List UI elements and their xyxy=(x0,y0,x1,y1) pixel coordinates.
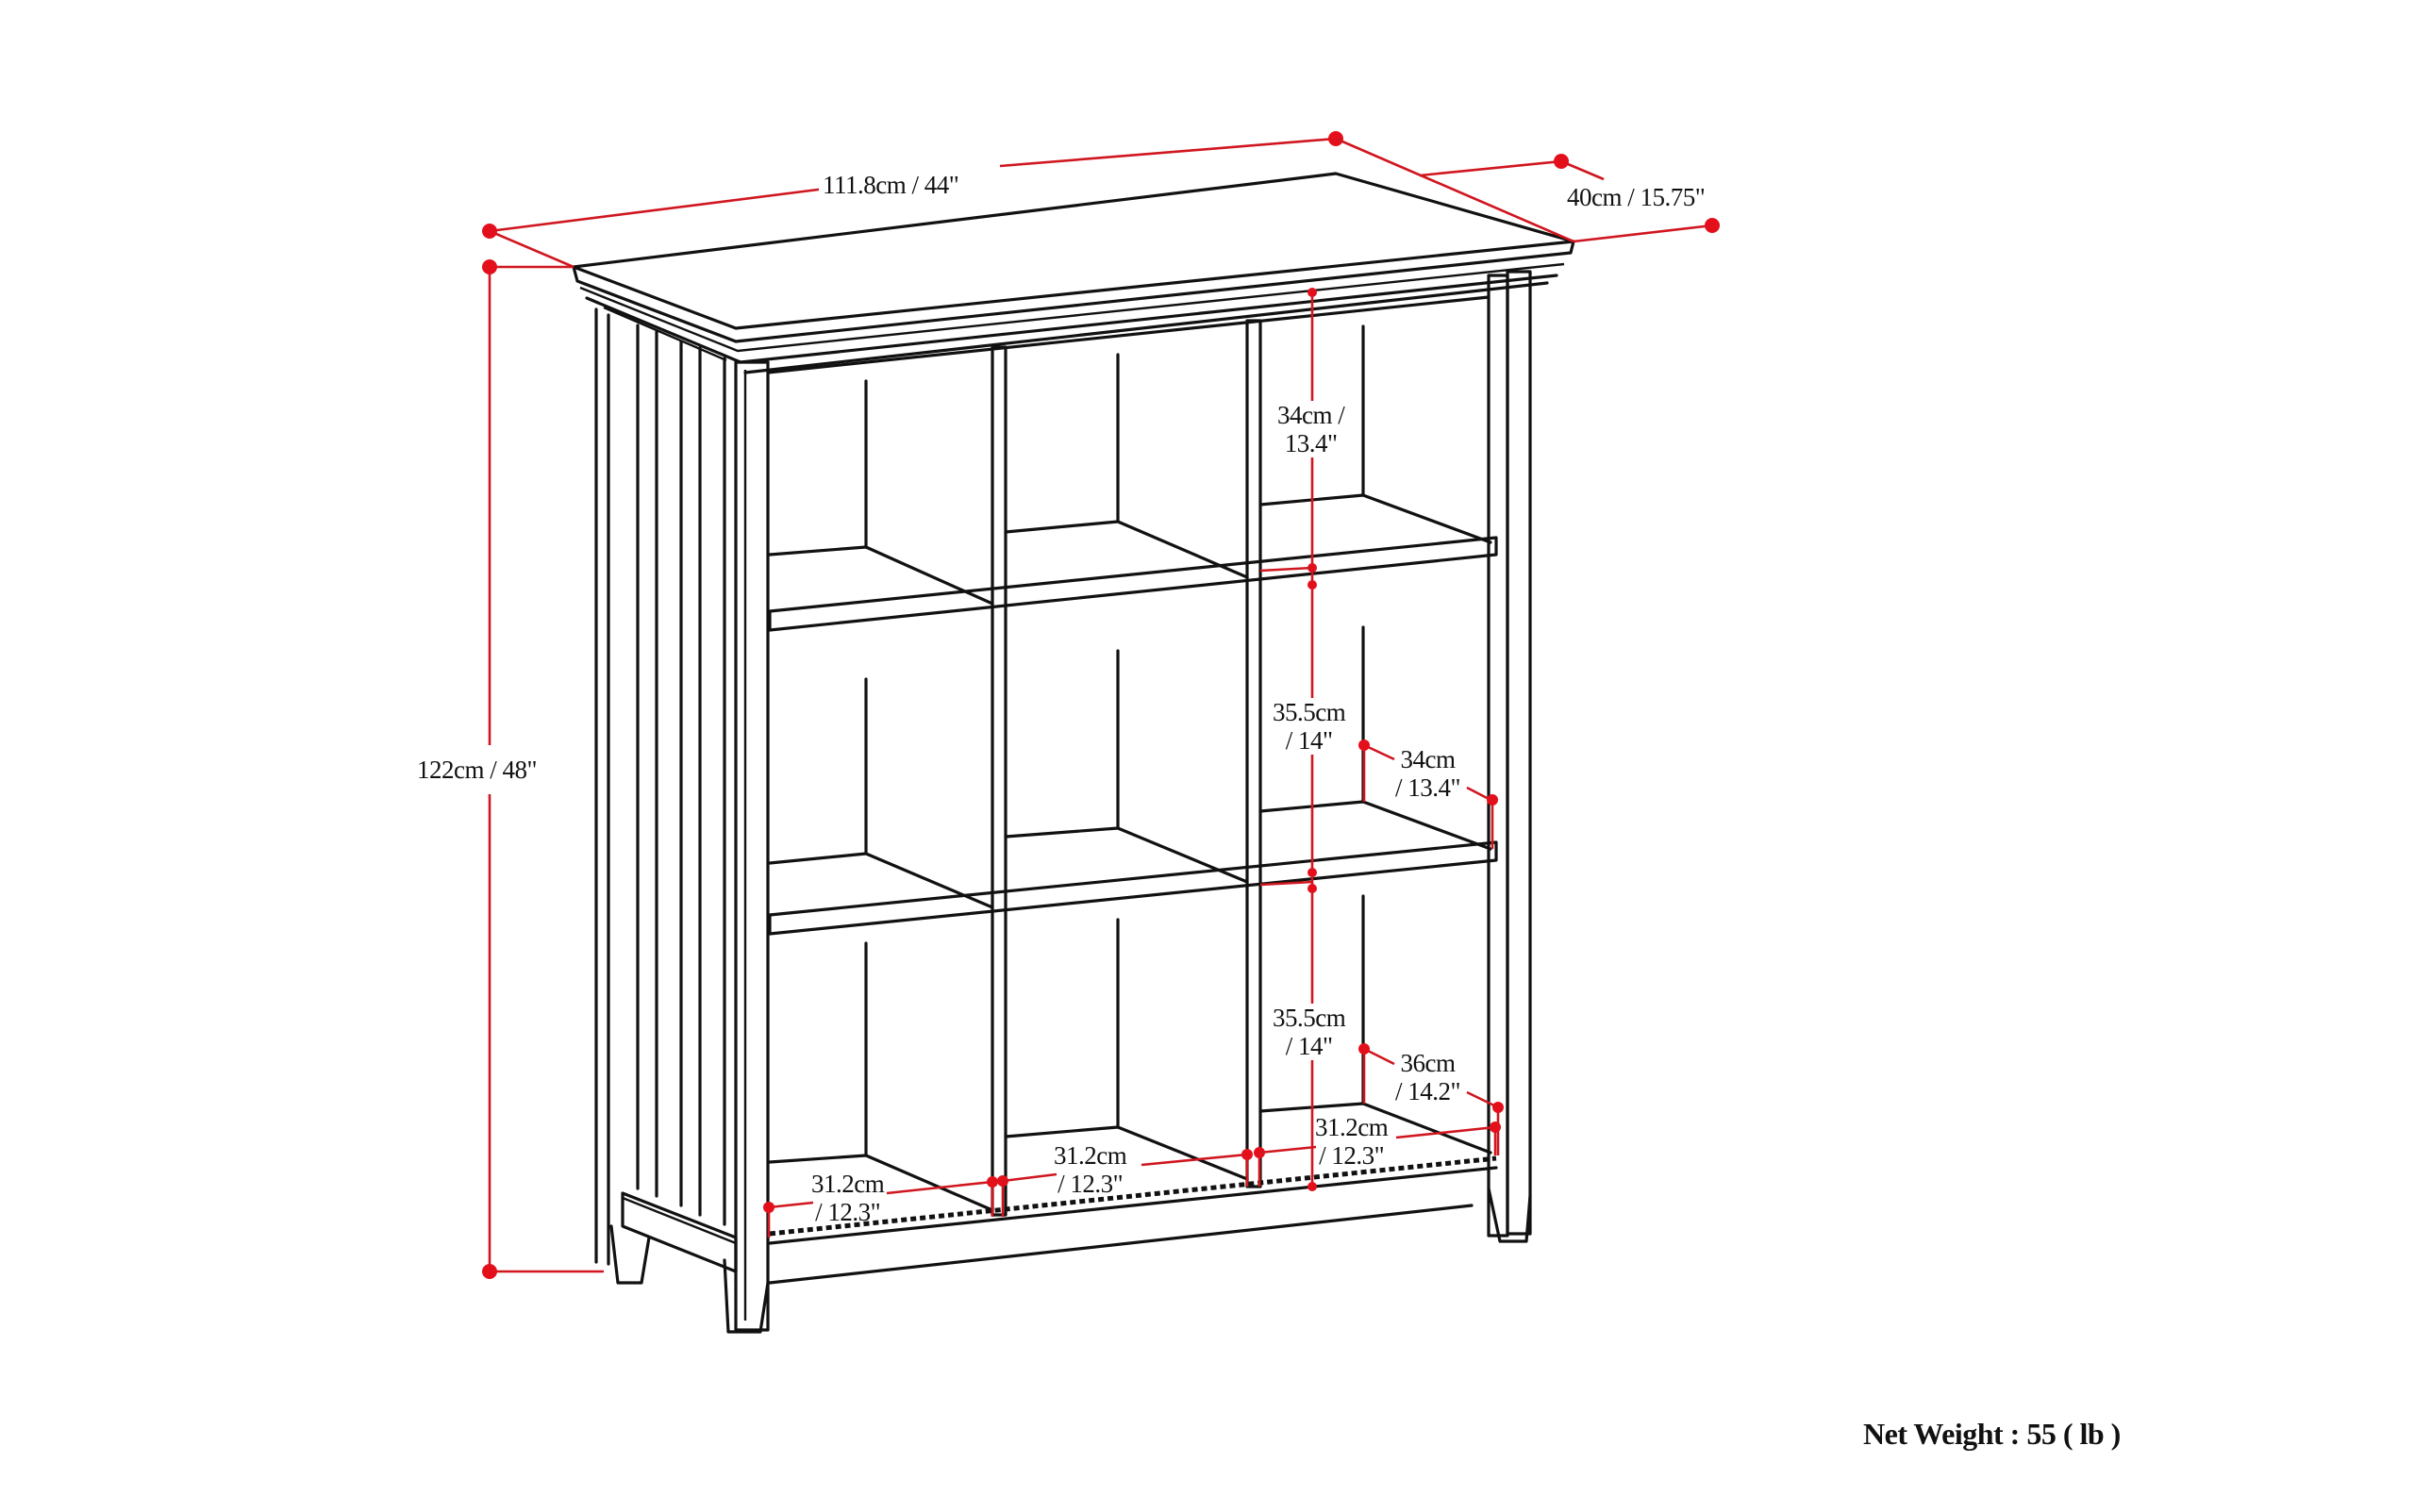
cube-width-center-label: 31.2cm / 12.3" xyxy=(1050,1141,1130,1198)
bottom-cube-height-line2: / 14" xyxy=(1285,1032,1333,1060)
cube-width-center-line2: / 12.3" xyxy=(1058,1170,1124,1198)
overall-height-label: 122cm / 48" xyxy=(413,756,541,784)
top-cube-height-line1: 34cm / xyxy=(1277,401,1345,429)
cube-width-right-line2: / 12.3" xyxy=(1319,1141,1385,1170)
middle-cube-depth-line1: 34cm xyxy=(1400,745,1457,773)
cube-width-left-label: 31.2cm / 12.3" xyxy=(808,1170,888,1226)
net-weight-label: Net Weight : 55 ( lb ) xyxy=(1863,1417,2121,1451)
middle-cube-height-label: 35.5cm / 14" xyxy=(1269,698,1350,755)
cube-width-right-line1: 31.2cm xyxy=(1315,1113,1389,1141)
bottom-cube-depth-label: 36cm / 14.2" xyxy=(1391,1049,1464,1105)
middle-cube-height-line1: 35.5cm xyxy=(1273,698,1346,726)
bottom-cube-depth-line2: / 14.2" xyxy=(1395,1077,1461,1105)
cube-width-left-line1: 31.2cm xyxy=(811,1170,885,1198)
overall-depth-label: 40cm / 15.75" xyxy=(1563,183,1709,211)
middle-cube-depth-label: 34cm / 13.4" xyxy=(1391,745,1464,802)
overall-width-label: 111.8cm / 44" xyxy=(819,171,963,199)
cube-width-center-line1: 31.2cm xyxy=(1054,1141,1127,1170)
cube-width-right-label: 31.2cm / 12.3" xyxy=(1311,1113,1391,1170)
top-cube-height-label: 34cm / 13.4" xyxy=(1274,401,1349,457)
bottom-cube-depth-line1: 36cm xyxy=(1400,1049,1457,1077)
bookcase-outline xyxy=(572,172,1575,1334)
middle-cube-depth-line2: / 13.4" xyxy=(1395,773,1461,802)
bottom-cube-height-line1: 35.5cm xyxy=(1273,1004,1346,1032)
middle-cube-height-line2: / 14" xyxy=(1285,726,1333,755)
cube-width-left-line2: / 12.3" xyxy=(815,1198,881,1226)
bottom-cube-height-label: 35.5cm / 14" xyxy=(1269,1004,1350,1060)
top-cube-height-line2: 13.4" xyxy=(1284,429,1338,457)
